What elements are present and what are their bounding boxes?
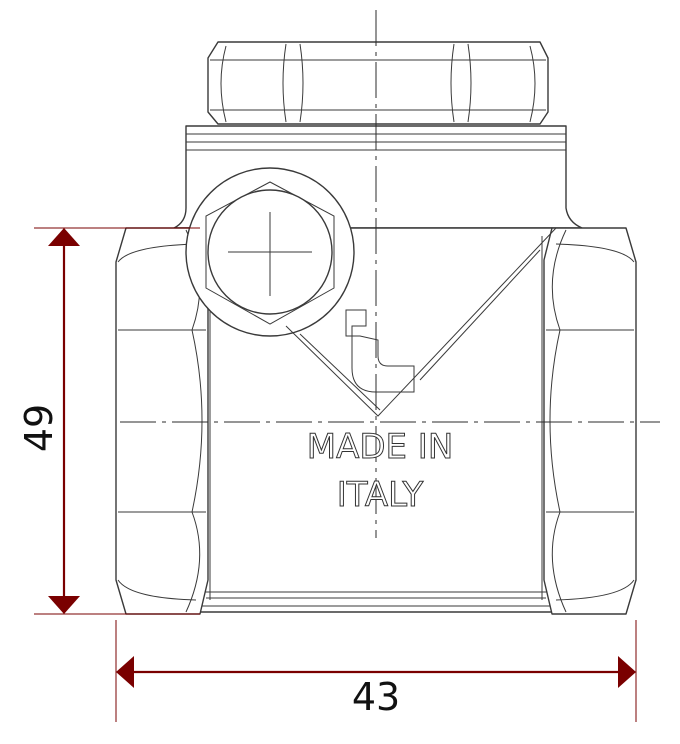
width-arrow-left <box>116 656 134 688</box>
marking-line-1: MADE IN <box>307 427 454 467</box>
left-hex-end <box>115 227 209 615</box>
side-plug <box>185 167 355 337</box>
height-arrow-top <box>48 228 80 246</box>
width-dimension: 43 <box>115 620 637 722</box>
right-hex-end <box>543 227 637 615</box>
center-lines <box>120 10 660 538</box>
height-arrow-bottom <box>48 596 80 614</box>
width-arrow-right <box>618 656 636 688</box>
internal-flap <box>285 227 557 417</box>
height-label: 49 <box>17 404 61 452</box>
marking-line-2: ITALY <box>337 475 424 515</box>
height-dimension: 49 <box>17 227 200 615</box>
width-label: 43 <box>352 675 400 719</box>
valve-cap <box>207 41 549 125</box>
